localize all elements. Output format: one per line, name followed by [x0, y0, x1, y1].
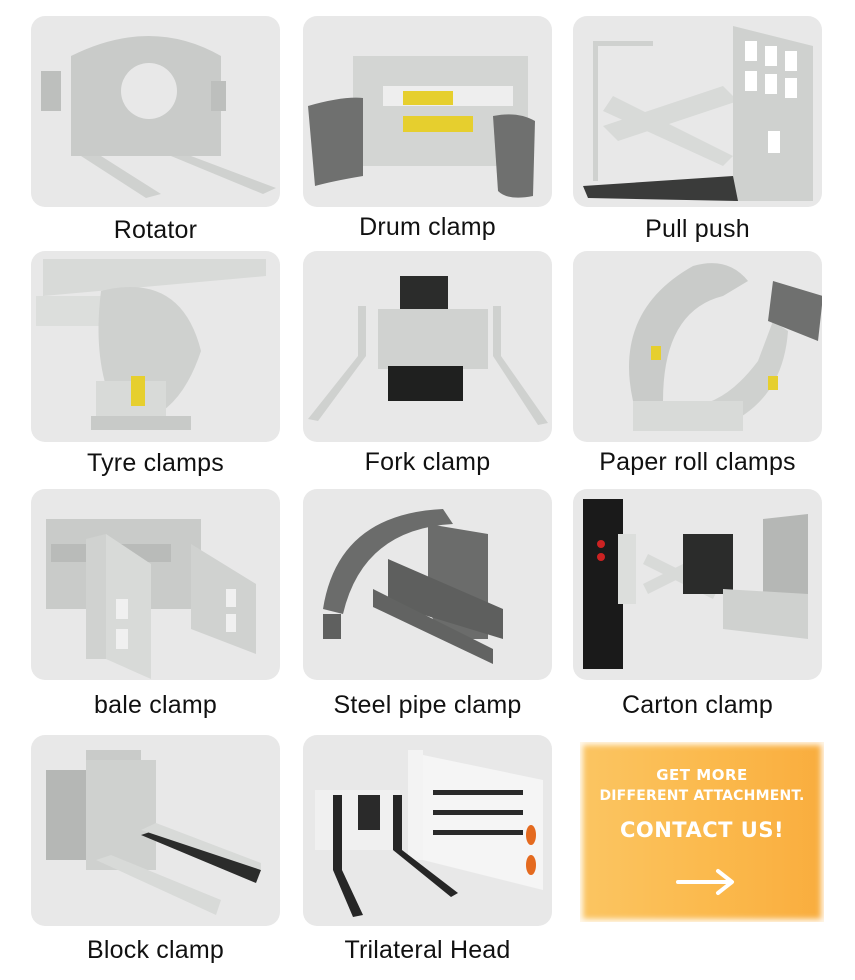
- product-label: Steel pipe clamp: [333, 691, 522, 719]
- pull-push-image: [583, 26, 813, 201]
- product-label: Rotator: [113, 216, 198, 244]
- product-card-bale-clamp[interactable]: [31, 489, 280, 680]
- product-card-tyre-clamps[interactable]: [31, 251, 280, 442]
- carton-clamp-image: [583, 499, 808, 669]
- product-label: bale clamp: [94, 691, 217, 719]
- product-card-drum-clamp[interactable]: [303, 16, 552, 207]
- product-card-rotator[interactable]: [31, 16, 280, 207]
- product-label: Paper roll clamps: [599, 448, 796, 476]
- product-label: Carton clamp: [621, 691, 774, 719]
- drum-clamp-image: [308, 56, 535, 198]
- product-label: Block clamp: [87, 936, 224, 964]
- product-label: Pull push: [645, 215, 750, 243]
- block-clamp-image: [46, 750, 261, 915]
- product-card-pull-push[interactable]: [573, 16, 822, 207]
- product-label: Fork clamp: [364, 448, 491, 476]
- paper-roll-clamps-image: [629, 263, 822, 431]
- cta-contact-us: CONTACT US!: [619, 818, 785, 842]
- product-card-trilateral-head[interactable]: [303, 735, 552, 926]
- product-label: Tyre clamps: [87, 449, 224, 477]
- product-card-paper-roll-clamps[interactable]: [573, 251, 822, 442]
- product-card-carton-clamp[interactable]: [573, 489, 822, 680]
- arrow-right-icon: [676, 869, 734, 895]
- product-label: Drum clamp: [359, 213, 496, 241]
- product-card-fork-clamp[interactable]: [303, 251, 552, 442]
- product-card-steel-pipe-clamp[interactable]: [303, 489, 552, 680]
- cta-line-2: DIFFERENT ATTACHMENT.: [599, 788, 805, 804]
- product-card-block-clamp[interactable]: [31, 735, 280, 926]
- fork-clamp-image: [308, 276, 548, 425]
- product-label: Trilateral Head: [344, 936, 511, 964]
- tyre-clamps-image: [36, 259, 266, 430]
- contact-us-banner[interactable]: GET MORE DIFFERENT ATTACHMENT. CONTACT U…: [580, 742, 824, 922]
- bale-clamp-image: [46, 519, 256, 679]
- rotator-image: [41, 36, 276, 198]
- steel-pipe-clamp-image: [323, 509, 503, 664]
- cta-line-1: GET MORE: [656, 766, 748, 784]
- trilateral-head-image: [314, 750, 543, 917]
